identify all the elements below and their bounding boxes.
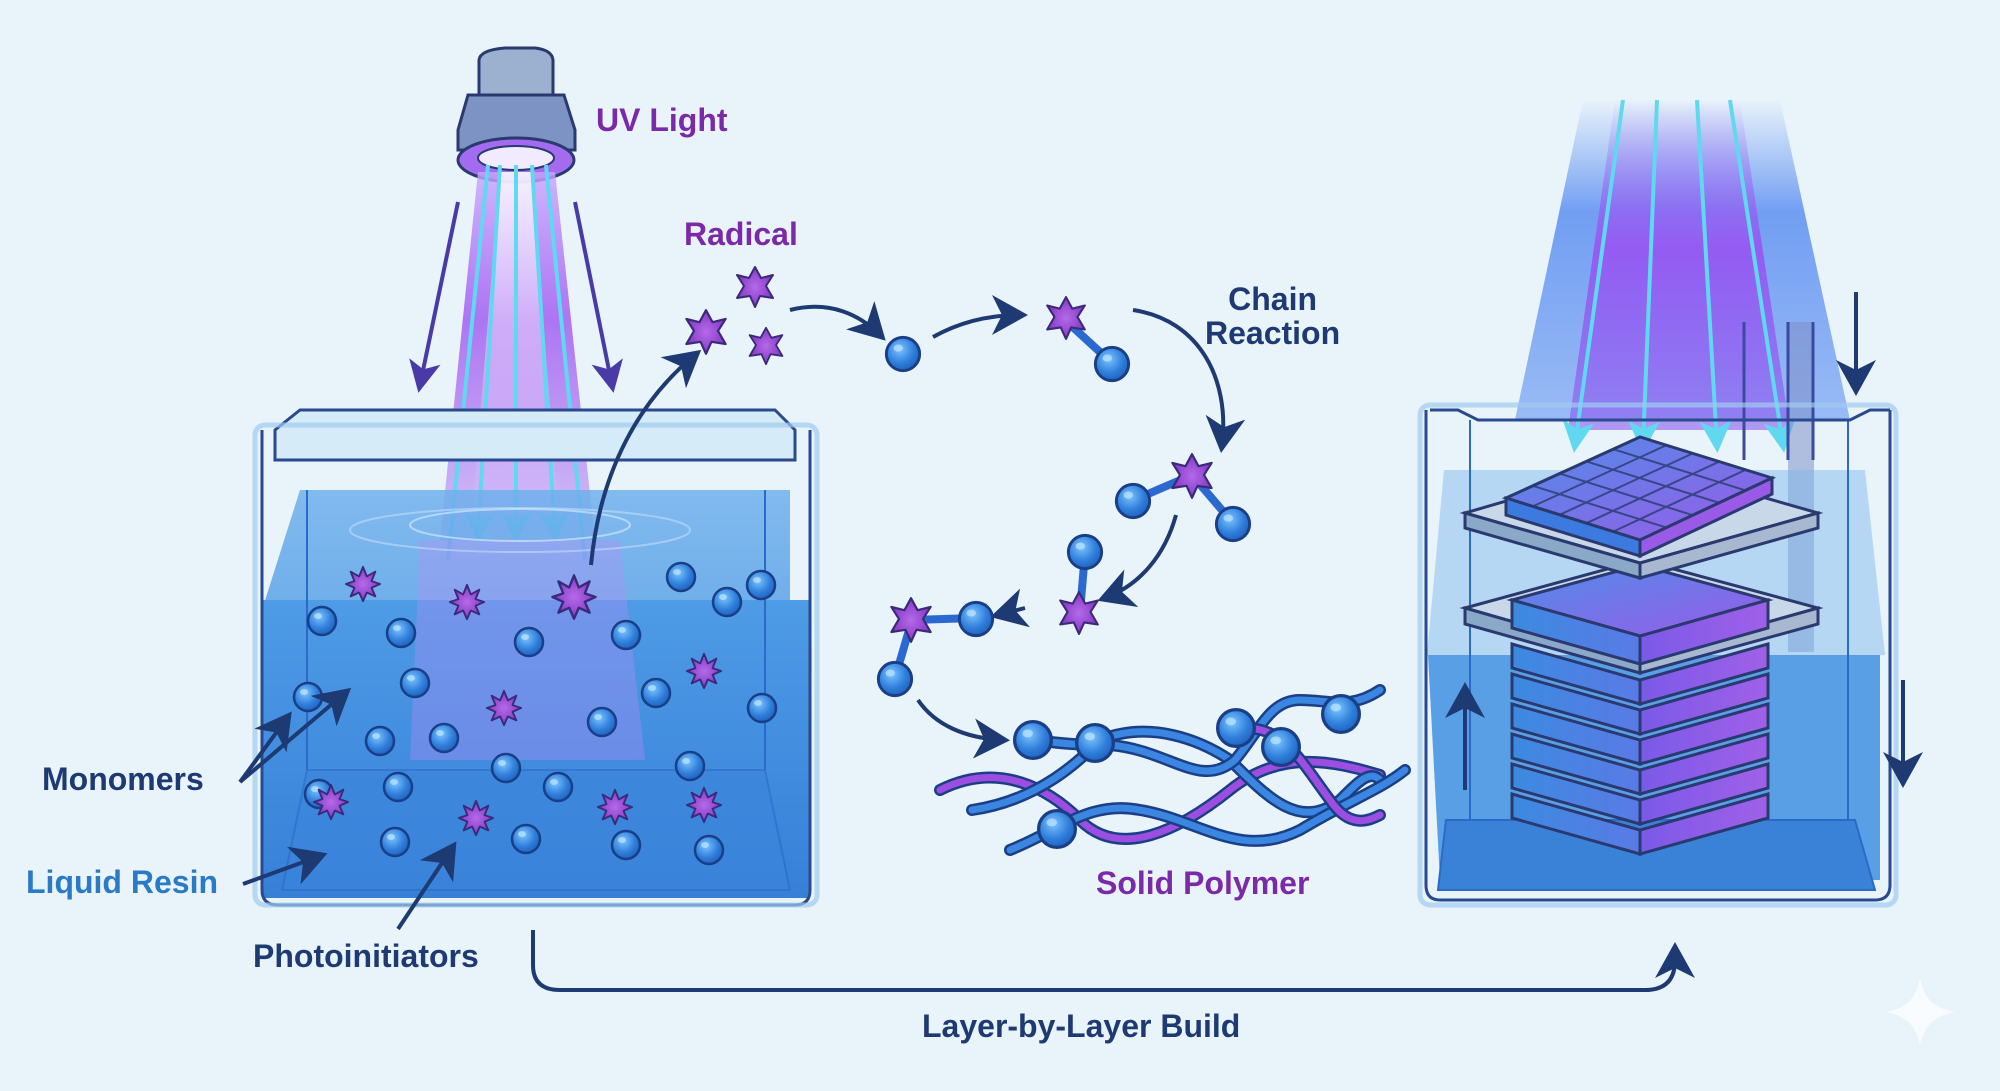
monomer-sphere-icon [640, 677, 672, 709]
uv-side-arrow-right [573, 201, 623, 393]
label-chain-reaction: Chain Reaction [1205, 281, 1341, 351]
label-liquid-resin: Liquid Resin [26, 864, 218, 900]
label-radical: Radical [684, 216, 798, 252]
monomer-sphere-icon [510, 823, 542, 855]
radical-star-icon [685, 309, 727, 355]
label-chain-reaction-line1: Chain [1228, 281, 1318, 317]
layer-stack [1459, 435, 1824, 856]
monomer-sphere-icon [693, 834, 725, 866]
monomer-sphere-icon [674, 750, 706, 782]
radical-cluster [685, 266, 784, 366]
grid-line [1612, 448, 1746, 492]
monomer-sphere-icon [1012, 719, 1054, 761]
photoinitiator-star-icon [457, 799, 495, 837]
radical-branch-3 [876, 597, 995, 698]
label-photoinitiators: Photoinitiators [253, 938, 479, 974]
label-layer-by-layer-build: Layer-by-Layer Build [922, 1008, 1241, 1044]
monomer-sphere-icon [364, 725, 396, 757]
monomer-sphere-icon [1320, 693, 1362, 735]
photoinitiator-star-icon [685, 652, 723, 690]
radical-star-icon [736, 266, 774, 308]
chain-arrow-5 [990, 588, 1031, 628]
monomer-sphere-icon [711, 586, 743, 618]
monomer-sphere-icon [1074, 722, 1116, 764]
photoinitiator-star-icon [485, 689, 523, 727]
grid-line [1612, 468, 1747, 533]
chain-arrow-1 [789, 301, 886, 341]
photoinitiator-star-icon [596, 788, 634, 826]
cured-layer [1638, 702, 1770, 766]
cured-layer [1638, 792, 1770, 856]
monomer-sphere-icon [513, 626, 545, 658]
photoinitiator-star-icon [448, 583, 486, 621]
monomer-sphere-icon [542, 771, 574, 803]
monomer-sphere-icon [884, 335, 922, 373]
monomer-sphere-icon [746, 692, 778, 724]
projection-beam [1515, 99, 1850, 652]
cured-layer [1638, 642, 1770, 706]
chain-arrow-4 [1097, 514, 1178, 607]
cured-layer [1638, 732, 1770, 796]
monomer-sphere-icon [745, 569, 777, 601]
chain-arrow-2 [932, 295, 1028, 339]
label-chain-reaction-line2: Reaction [1205, 314, 1341, 351]
photoinitiator-star-icon [344, 565, 382, 603]
chain-arrow-6 [916, 698, 1010, 759]
monomer-sphere-icon [428, 722, 460, 754]
chain-arrow-3 [1132, 308, 1246, 453]
monomer-sphere-icon [1066, 533, 1104, 571]
monomer-sphere-icon [399, 667, 431, 699]
cured-layer [1638, 762, 1770, 826]
uv-side-arrow-left [409, 201, 460, 393]
monomer-sphere-icon [1214, 505, 1252, 543]
grid-line [1559, 452, 1694, 516]
radical-branch-2 [1059, 533, 1104, 635]
cured-layer [1638, 672, 1770, 736]
photoinitiator-star-icon [551, 574, 597, 620]
label-monomers: Monomers [42, 761, 204, 797]
monomer-sphere-icon [1215, 707, 1257, 749]
monomer-sphere-icon [610, 619, 642, 651]
layer-build-connector [531, 930, 1695, 992]
radical-star-icon [748, 326, 784, 366]
solid-polymer-network [934, 684, 1411, 856]
label-arrows [238, 349, 702, 931]
monomer-sphere-icon [385, 617, 417, 649]
monomer-sphere-icon [1114, 482, 1152, 520]
radical-star-icon [1059, 591, 1099, 635]
sparkle-icon [1887, 978, 1955, 1045]
monomer-sphere-icon [379, 826, 411, 858]
radical-branch-1 [1114, 453, 1252, 543]
grid-line [1559, 472, 1694, 517]
monomer-sphere-icon [292, 681, 324, 713]
radical-monomer-pair [1046, 296, 1131, 383]
label-uv-light: UV Light [596, 102, 728, 138]
photoinitiator-star-icon [312, 783, 350, 821]
monomer-sphere-icon [665, 561, 697, 593]
monomer-sphere-icon [1260, 726, 1302, 768]
grid-line [1532, 444, 1667, 508]
monomer-sphere-icon [586, 706, 618, 738]
grid-line [1585, 460, 1720, 525]
radical-star-icon [890, 597, 932, 643]
uv-lamp-icon [456, 46, 577, 184]
monomer-sphere-icon [490, 752, 522, 784]
grid-line [1586, 460, 1720, 504]
monomer-sphere-icon [876, 660, 914, 698]
photoinitiator-star-icon [685, 786, 723, 824]
monomer-sphere-icon [610, 829, 642, 861]
monomer-sphere-icon [1036, 808, 1078, 850]
label-solid-polymer: Solid Polymer [1096, 865, 1310, 901]
monomer-sphere-icon [382, 771, 414, 803]
monomer-sphere-icon [1093, 345, 1131, 383]
grid-line [1532, 484, 1667, 529]
monomer-sphere-icon [957, 600, 995, 638]
monomer-sphere-icon [306, 605, 338, 637]
